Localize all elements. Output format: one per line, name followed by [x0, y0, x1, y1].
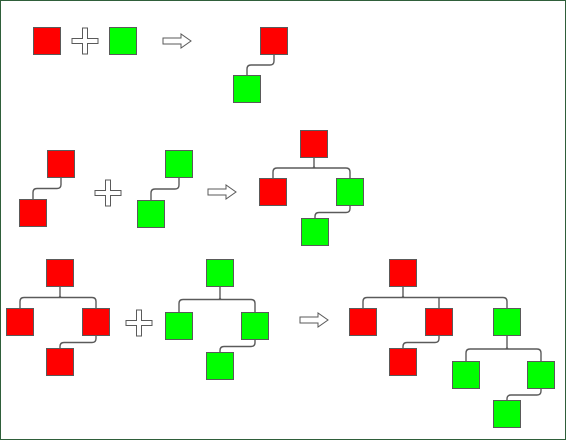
r2-result-child-1 [259, 178, 287, 206]
r3-left-bracket [19, 286, 97, 309]
r3-right-grandchild [206, 352, 234, 380]
r2-arrow-right-icon [207, 184, 237, 200]
r2-right-child [137, 200, 165, 228]
r2-result-grandchild [301, 218, 329, 246]
r3-result-child-3 [493, 308, 521, 336]
r2-result-link [314, 206, 351, 219]
nodes-layer [6, 27, 555, 428]
r3-result-root [389, 259, 417, 287]
r3-right-child-1 [165, 312, 193, 340]
links-layer [19, 54, 542, 401]
r2-result-bracket [272, 157, 351, 179]
r3-result-link-green [506, 389, 542, 401]
r3-result-bracket-green [465, 336, 542, 362]
r1-right-root [109, 27, 137, 55]
r3-left-root [46, 259, 74, 287]
r3-result-grandchild-green-2 [527, 361, 555, 389]
r3-right-link [219, 340, 256, 353]
r1-result-root [260, 27, 288, 55]
r1-plus-icon [71, 27, 99, 55]
r2-left-root [47, 150, 75, 178]
r3-plus-icon [125, 309, 153, 337]
r3-left-child-1 [6, 308, 34, 336]
r3-right-root [206, 259, 234, 287]
r2-left-child [19, 199, 47, 227]
operators-layer [71, 27, 329, 337]
r1-result-link [246, 54, 275, 76]
r3-result-grandchild-red [389, 348, 417, 376]
r3-result-bracket [362, 286, 508, 309]
r3-result-child-2 [425, 308, 453, 336]
r3-result-greatgrandchild [493, 400, 521, 428]
r2-result-child-2 [336, 178, 364, 206]
r1-arrow-right-icon [162, 33, 192, 49]
r1-left-root [33, 27, 61, 55]
r2-left-link [32, 177, 62, 200]
r3-arrow-right-icon [299, 312, 329, 328]
r3-left-link [59, 336, 97, 349]
r3-left-child-2 [82, 308, 110, 336]
r3-right-bracket [178, 286, 256, 313]
r3-left-grandchild [46, 348, 74, 376]
r2-right-root [165, 150, 193, 178]
r2-right-link [150, 177, 180, 201]
r1-result-child [233, 75, 261, 103]
r3-result-link-red [402, 336, 440, 349]
r3-right-child-2 [241, 312, 269, 340]
r2-result-root [300, 130, 328, 158]
r3-result-child-1 [349, 308, 377, 336]
r3-result-grandchild-green-1 [452, 361, 480, 389]
r2-plus-icon [94, 179, 122, 207]
